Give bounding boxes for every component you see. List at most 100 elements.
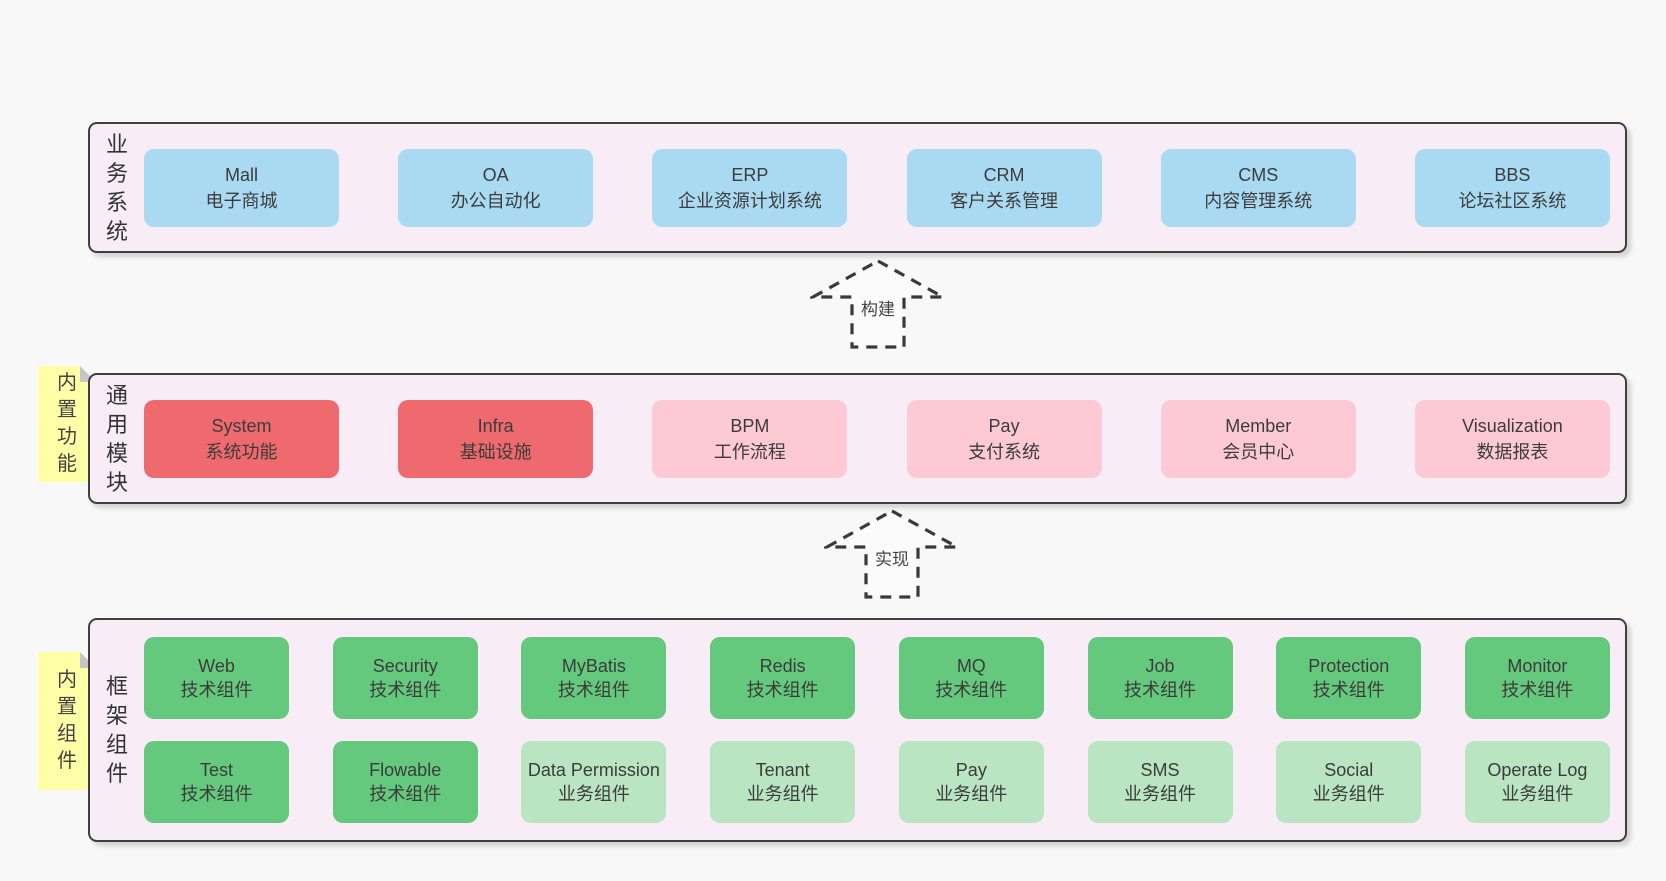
- box-title: MQ: [956, 656, 986, 676]
- box-title: MyBatis: [561, 656, 626, 676]
- box-social: Social 业务组件: [1276, 741, 1422, 823]
- box-subtitle: 企业资源计划系统: [677, 190, 822, 211]
- box-job: Job 技术组件: [1087, 637, 1233, 719]
- box-subtitle: 业务组件: [557, 784, 630, 804]
- arrow-build: 构建: [810, 257, 946, 352]
- box-title: CRM: [983, 164, 1025, 185]
- box-pay: Pay 业务组件: [898, 741, 1044, 823]
- layer-label-common-modules: 通用模块: [105, 382, 128, 495]
- box-title: Mall: [224, 164, 258, 185]
- box-subtitle: 技术组件: [1124, 680, 1197, 700]
- box-title: OA: [482, 164, 509, 185]
- arrow-implement: 实现: [824, 507, 960, 602]
- box-subtitle: 工作流程: [713, 441, 786, 462]
- common-modules-box-row: System 系统功能 Infra 基础设施 BPM 工作流程 Pay 支付系统 Member 会…: [144, 399, 1610, 478]
- box-cms: CMS 内容管理系统: [1160, 148, 1356, 227]
- box-title: Security: [372, 656, 438, 676]
- box-title: Pay: [955, 760, 987, 780]
- box-subtitle: 电子商城: [205, 190, 278, 211]
- business-systems-box-row: Mall 电子商城 OA 办公自动化 ERP 企业资源计划系统 CRM 客户关系管理 CMS 内容…: [144, 148, 1610, 227]
- box-title: SMS: [1140, 760, 1180, 780]
- box-title: Monitor: [1507, 656, 1568, 676]
- box-subtitle: 技术组件: [935, 680, 1008, 700]
- box-title: Protection: [1308, 656, 1390, 676]
- sticky-note-text: 内置组件: [57, 669, 77, 772]
- box-monitor: Monitor 技术组件: [1464, 637, 1610, 719]
- box-title: Test: [199, 760, 233, 780]
- box-web: Web 技术组件: [144, 637, 289, 719]
- box-test: Test 技术组件: [144, 741, 289, 823]
- box-member: Member 会员中心: [1160, 399, 1356, 478]
- box-subtitle: 业务组件: [935, 784, 1008, 804]
- box-subtitle: 数据报表: [1476, 441, 1549, 462]
- box-subtitle: 论坛社区系统: [1458, 190, 1567, 211]
- box-mq: MQ 技术组件: [898, 637, 1044, 719]
- box-subtitle: 技术组件: [180, 680, 253, 700]
- box-title: Pay: [988, 415, 1020, 436]
- arrow-build-label: 构建: [858, 295, 898, 320]
- box-protection: Protection 技术组件: [1276, 637, 1422, 719]
- box-title: Redis: [759, 656, 806, 676]
- box-title: Web: [198, 656, 235, 676]
- box-subtitle: 技术组件: [180, 784, 253, 804]
- box-subtitle: 技术组件: [1501, 680, 1574, 700]
- box-subtitle: 基础设施: [459, 441, 532, 462]
- layer-label-business-systems: 业务系统: [105, 131, 128, 244]
- layer-business-systems: 业务系统 Mall 电子商城 OA 办公自动化 ERP 企业资源计划系统 CRM 客户关系管理…: [88, 122, 1627, 253]
- box-infra: Infra 基础设施: [398, 399, 594, 478]
- box-title: Job: [1145, 656, 1175, 676]
- box-visualization: Visualization 数据报表: [1414, 399, 1610, 478]
- box-subtitle: 支付系统: [968, 441, 1041, 462]
- box-subtitle: 会员中心: [1222, 441, 1295, 462]
- box-erp: ERP 企业资源计划系统: [652, 148, 848, 227]
- box-title: CMS: [1238, 164, 1279, 185]
- box-subtitle: 办公自动化: [450, 190, 541, 211]
- box-subtitle: 系统功能: [205, 441, 278, 462]
- box-title: BPM: [730, 415, 770, 436]
- box-title: Flowable: [369, 760, 442, 780]
- box-flowable: Flowable 技术组件: [332, 741, 478, 823]
- box-redis: Redis 技术组件: [710, 637, 856, 719]
- box-system: System 系统功能: [144, 399, 339, 478]
- box-bpm: BPM 工作流程: [652, 399, 848, 478]
- sticky-note-built-in-components: 内置组件: [38, 652, 96, 790]
- box-subtitle: 业务组件: [1501, 784, 1574, 804]
- box-subtitle: 技术组件: [1312, 680, 1385, 700]
- box-title: Infra: [477, 415, 514, 436]
- box-subtitle: 业务组件: [746, 784, 819, 804]
- box-subtitle: 业务组件: [1312, 784, 1385, 804]
- box-subtitle: 技术组件: [746, 680, 819, 700]
- box-bbs: BBS 论坛社区系统: [1414, 148, 1610, 227]
- layer-common-modules: 通用模块 System 系统功能 Infra 基础设施 BPM 工作流程 Pay 支付系统 Me…: [88, 373, 1627, 504]
- box-oa: OA 办公自动化: [398, 148, 594, 227]
- box-subtitle: 内容管理系统: [1204, 190, 1313, 211]
- box-title: Tenant: [755, 760, 810, 780]
- box-mall: Mall 电子商城: [144, 148, 339, 227]
- box-crm: CRM 客户关系管理: [906, 148, 1102, 227]
- box-sms: SMS 业务组件: [1087, 741, 1233, 823]
- box-tenant: Tenant 业务组件: [710, 741, 856, 823]
- arrow-implement-label: 实现: [872, 545, 912, 570]
- box-subtitle: 业务组件: [1124, 784, 1197, 804]
- box-title: ERP: [731, 164, 769, 185]
- box-title: Data Permission: [527, 760, 660, 780]
- box-data-permission: Data Permission 业务组件: [521, 741, 667, 823]
- box-title: Social: [1324, 760, 1374, 780]
- box-mybatis: MyBatis 技术组件: [521, 637, 667, 719]
- sticky-note-text: 内置功能: [57, 372, 77, 475]
- box-subtitle: 客户关系管理: [950, 190, 1059, 211]
- box-title: System: [211, 415, 272, 436]
- box-title: Visualization: [1462, 415, 1563, 436]
- box-subtitle: 技术组件: [557, 680, 630, 700]
- box-title: Member: [1225, 415, 1292, 436]
- layer-label-framework-components: 框架组件: [105, 674, 128, 786]
- box-subtitle: 技术组件: [369, 784, 442, 804]
- box-pay: Pay 支付系统: [906, 399, 1102, 478]
- box-title: BBS: [1494, 164, 1531, 185]
